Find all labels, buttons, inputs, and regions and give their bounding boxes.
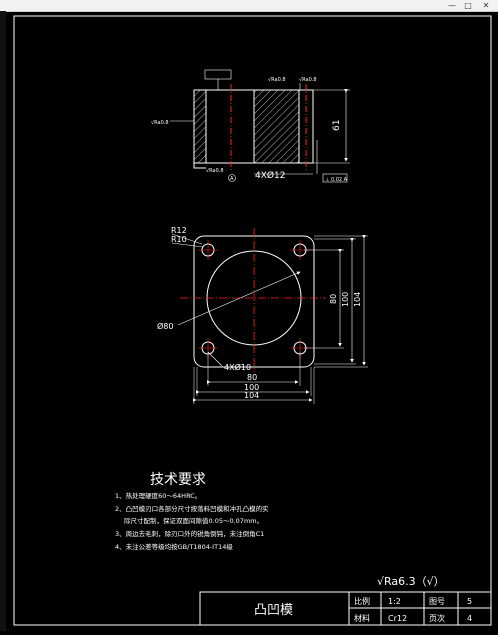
requirement-item-1: 1、热处理硬度60～64HRC。 [115, 491, 201, 500]
part-name: 凸凹模 [254, 603, 293, 618]
roughness-note-bottom: √Ra0.8 [206, 168, 224, 174]
corner-radius-r12: R12 [171, 226, 187, 235]
datum-symbol [228, 174, 236, 182]
page-label: 页次 [429, 613, 445, 623]
page-value: 4 [467, 614, 472, 623]
plan-dim-h-100: 100 [244, 383, 259, 392]
material-value: Cr12 [388, 614, 407, 623]
section-height-dim: 61 [332, 120, 342, 131]
plan-dim-v-100: 100 [341, 292, 350, 307]
roughness-note-top: √Ra0.8 [268, 77, 286, 83]
requirement-item-3: 3、周边去毛刺，除刃口外的锐角倒钝，未注倒角C1 [115, 529, 264, 538]
requirement-item-4: 4、未注公差等级均按GB/T1804-IT14级 [115, 542, 233, 551]
general-surface-note: √Ra6.3（√） [377, 575, 445, 588]
plan-view: R12 R10 Ø80 4XØ10 80 100 104 [157, 226, 368, 404]
material-label: 材料 [354, 613, 370, 623]
tolerance-frame [322, 173, 348, 183]
maximize-button[interactable]: □ [464, 1, 472, 10]
bore-leader [177, 271, 301, 326]
drawing-canvas[interactable]: 61 4XØ12 √Ra0.8 √Ra0.8 √Ra0.8 ⊥ 0.02 A √… [0, 11, 498, 631]
section-left-wall [193, 89, 207, 164]
left-scroll-strip [0, 11, 6, 631]
title-bar: — □ ✕ [0, 0, 498, 12]
drawing-no-label: 图号 [429, 597, 445, 606]
requirement-item-2: 2、凸凹模刃口各部分尺寸按落料凹模和冲孔凸模的实 [115, 504, 269, 513]
corner-radius-r10: R10 [171, 235, 187, 244]
roughness-note-left: √Ra0.8 [151, 120, 169, 126]
minimize-button[interactable]: — [448, 1, 456, 10]
tolerance-frame-text: ⊥ 0.02 A [325, 177, 348, 183]
scale-value: 1:2 [388, 597, 401, 606]
section-step [193, 163, 206, 169]
section-view: 61 4XØ12 √Ra0.8 √Ra0.8 √Ra0.8 ⊥ 0.02 A √… [151, 69, 350, 183]
datum-label: A [230, 176, 234, 182]
section-hatch-block [253, 89, 300, 164]
plan-dim-v-104: 104 [353, 292, 362, 307]
requirements-title: 技术要求 [150, 472, 206, 488]
close-button[interactable]: ✕ [482, 1, 490, 10]
drawing-no-value: 5 [467, 597, 472, 606]
tol-box-top [204, 69, 232, 80]
plan-holes-dim: 4XØ10 [224, 362, 251, 372]
section-holes-dim: 4XØ12 [255, 170, 285, 181]
bore-diameter: Ø80 [157, 321, 173, 331]
requirement-item-2-cont: 际尺寸配制，保证双面间隙值0.05～0.07mm。 [124, 516, 263, 525]
scale-label: 比例 [354, 596, 370, 606]
drawing-svg: 61 4XØ12 √Ra0.8 √Ra0.8 √Ra0.8 ⊥ 0.02 A √… [13, 15, 492, 626]
roughness-note-top-right: √Ra0.8 [299, 77, 317, 83]
plan-dim-h-104: 104 [244, 391, 259, 400]
technical-requirements: 技术要求 1、热处理硬度60～64HRC。 2、凸凹模刃口各部分尺寸按落料凹模和… [115, 472, 269, 551]
plan-dim-h-80: 80 [247, 373, 257, 382]
title-block: 凸凹模 比例 1:2 材料 Cr12 图号 5 页次 4 [199, 591, 492, 626]
plan-dim-v-80: 80 [329, 294, 338, 304]
